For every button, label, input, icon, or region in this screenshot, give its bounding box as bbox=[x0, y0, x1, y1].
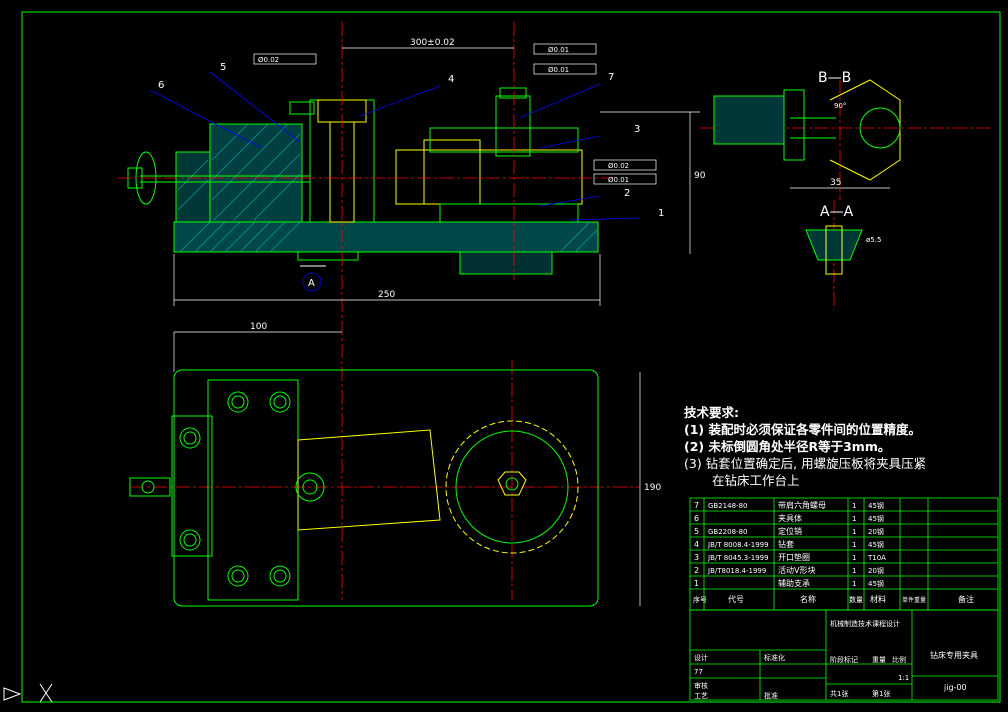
bom-no: 4 bbox=[694, 540, 699, 549]
bom-no: 1 bbox=[694, 579, 699, 588]
tol-frame-4: Ø0.02 bbox=[608, 162, 629, 170]
bom-material: 20钢 bbox=[868, 527, 884, 536]
bom-qty: 1 bbox=[852, 554, 856, 562]
bom-qty: 1 bbox=[852, 580, 856, 588]
bom-qty: 1 bbox=[852, 515, 856, 523]
tol-frame-5: Ø0.01 bbox=[608, 176, 629, 184]
bom-table bbox=[689, 497, 999, 611]
tb-label-sheets: 共1张 bbox=[830, 689, 848, 698]
dim-bb-width: 35 bbox=[830, 178, 841, 188]
balloon-3: 3 bbox=[634, 124, 640, 135]
bom-qty: 1 bbox=[852, 528, 856, 536]
bom-material: T10A bbox=[867, 554, 886, 562]
bom-code: JB/T 8008.4-1999 bbox=[707, 541, 769, 549]
front-view bbox=[127, 87, 599, 275]
bom-code: GB2208-80 bbox=[708, 528, 747, 536]
bom-no: 7 bbox=[694, 501, 699, 510]
bom-name: 开口垫圈 bbox=[778, 552, 810, 562]
bom-qty: 1 bbox=[852, 502, 856, 510]
bom-code: JB/T 8045.3-1999 bbox=[707, 554, 769, 562]
bom-qty: 1 bbox=[852, 541, 856, 549]
notes-line-3a: (3) 钻套位置确定后, 用螺旋压板将夹具压紧 bbox=[684, 456, 927, 471]
bom-no: 2 bbox=[694, 566, 699, 575]
bom-name: 带肩六角螺母 bbox=[778, 500, 826, 510]
bom-header-qty: 数量 bbox=[849, 595, 863, 604]
drawing-border bbox=[21, 11, 1001, 703]
tol-frame-3: Ø0.01 bbox=[548, 66, 569, 74]
dim-height: 90 bbox=[694, 171, 706, 181]
tb-label-review: 审核 bbox=[694, 681, 708, 690]
bom-name: 钻套 bbox=[778, 539, 794, 549]
balloon-4: 4 bbox=[448, 74, 454, 85]
tb-draw-short: 77 bbox=[694, 668, 703, 676]
balloon-5: 5 bbox=[220, 62, 226, 73]
section-bb-title: B—B bbox=[818, 70, 851, 86]
bom-header-name: 名称 bbox=[800, 594, 816, 604]
balloon-1: 1 bbox=[658, 208, 664, 219]
centerlines bbox=[118, 22, 990, 600]
bom-no: 6 bbox=[694, 514, 699, 523]
bom-material: 45钢 bbox=[868, 579, 884, 588]
bom-code: GB2148-80 bbox=[708, 502, 747, 510]
tb-label-design: 设计 bbox=[694, 653, 708, 662]
tb-label-ratio: 比例 bbox=[892, 655, 906, 664]
section-aa-title: A—A bbox=[820, 204, 854, 220]
tb-product: 钻床专用夹具 bbox=[930, 650, 978, 660]
bom-no: 3 bbox=[694, 553, 699, 562]
section-bb-view bbox=[713, 79, 901, 181]
dim-center-distance: 300±0.02 bbox=[410, 38, 455, 48]
bom-material: 45钢 bbox=[868, 514, 884, 523]
notes-line-2: (2) 未标倒圆角处半径R等于3mm。 bbox=[684, 439, 891, 454]
balloon-2: 2 bbox=[624, 188, 630, 199]
tol-frame-2: Ø0.01 bbox=[548, 46, 569, 54]
bom-name: 活动V形块 bbox=[778, 565, 815, 575]
bom-name: 辅助支承 bbox=[778, 578, 810, 588]
bom-header-weight: 单件重量 bbox=[902, 596, 926, 604]
bom-qty: 1 bbox=[852, 567, 856, 575]
plan-view bbox=[129, 369, 599, 607]
dim-length: 250 bbox=[378, 290, 395, 300]
bom-material: 20钢 bbox=[868, 566, 884, 575]
section-aa-view bbox=[805, 225, 863, 275]
dimension-lines bbox=[173, 47, 890, 606]
bom-name: 夹具体 bbox=[778, 513, 802, 523]
tb-drawing-no: jig-00 bbox=[943, 683, 967, 692]
tb-scale: 1:1 bbox=[898, 674, 909, 682]
bb-angle: 90° bbox=[834, 102, 846, 110]
section-a-label: A bbox=[308, 278, 315, 289]
bom-name: 定位销 bbox=[778, 526, 802, 536]
tb-label-weight: 重量 bbox=[872, 656, 886, 664]
tolerance-frames bbox=[253, 43, 657, 185]
tb-school: 机械制造技术课程设计 bbox=[830, 619, 900, 628]
bom-code: JB/T8018.4-1999 bbox=[707, 567, 766, 575]
bom-no: 5 bbox=[694, 527, 699, 536]
dim-half: 100 bbox=[250, 322, 267, 332]
tb-label-approve: 批准 bbox=[764, 691, 778, 700]
bom-header-material: 材料 bbox=[870, 594, 886, 604]
notes-line-3b: 在钻床工作台上 bbox=[712, 473, 800, 488]
tb-label-process: 工艺 bbox=[694, 692, 708, 700]
tb-label-standard: 标准化 bbox=[764, 653, 785, 662]
bom-material: 45钢 bbox=[868, 540, 884, 549]
bom-header-remark: 备注 bbox=[958, 594, 974, 604]
bom-material: 45钢 bbox=[868, 501, 884, 510]
leader-lines bbox=[149, 71, 641, 221]
technical-requirements: 技术要求: (1) 装配时必须保证各零件间的位置精度。 (2) 未标倒圆角处半径… bbox=[684, 404, 926, 489]
tol-frame-1: Ø0.02 bbox=[258, 56, 279, 64]
section-a-marker bbox=[302, 272, 322, 292]
aa-hole: ø5.5 bbox=[866, 236, 881, 244]
bom-header-no: 序号 bbox=[693, 595, 707, 604]
title-block bbox=[689, 609, 999, 701]
ucs-icon bbox=[3, 683, 53, 703]
dim-width: 190 bbox=[644, 483, 661, 493]
notes-title: 技术要求: bbox=[684, 405, 739, 420]
bom-header-code: 代号 bbox=[728, 594, 744, 604]
tb-label-sheet: 第1张 bbox=[872, 689, 890, 698]
notes-line-1: (1) 装配时必须保证各零件间的位置精度。 bbox=[684, 422, 921, 437]
balloon-6: 6 bbox=[158, 80, 164, 91]
balloon-7: 7 bbox=[608, 72, 614, 83]
tb-label-stage: 阶段标记 bbox=[830, 655, 858, 664]
